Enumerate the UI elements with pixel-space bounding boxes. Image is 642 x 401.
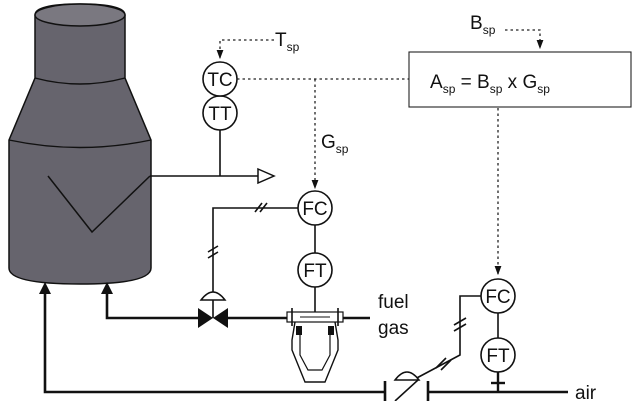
fc-fuel-label: FC bbox=[302, 199, 327, 220]
heating-coil bbox=[47, 175, 151, 234]
ratio-equation: Asp = Bsp x Gsp bbox=[430, 72, 550, 96]
temperature-loop: TT TC Tsp bbox=[202, 30, 300, 176]
fuel-label: fuel bbox=[378, 292, 409, 313]
tc-label: TC bbox=[207, 70, 232, 91]
outlet-arrow-icon bbox=[257, 167, 276, 185]
g-sp-label: Gsp bbox=[321, 132, 349, 156]
fuel-gas-pipe: fuel gas bbox=[101, 282, 409, 383]
fuel-flow-loop: FC FT bbox=[207, 190, 333, 312]
tc-output-signals: Gsp bbox=[237, 78, 410, 190]
air-label: air bbox=[575, 383, 597, 401]
ft-fuel-instrument bbox=[297, 252, 333, 288]
gas-label: gas bbox=[378, 318, 409, 339]
ft-fuel-label: FT bbox=[303, 261, 327, 282]
furnace bbox=[8, 3, 152, 285]
fuel-flow-element bbox=[286, 308, 344, 383]
fuel-control-valve bbox=[198, 291, 228, 328]
air-flow-loop: FC FT bbox=[412, 278, 516, 392]
process-outlet-line bbox=[150, 167, 276, 185]
b-sp-label: Bsp bbox=[470, 13, 496, 37]
t-sp-label: Tsp bbox=[275, 30, 300, 54]
air-pipe: air bbox=[39, 282, 597, 401]
ratio-box: Asp = Bsp x Gsp Bsp bbox=[408, 13, 632, 276]
ft-air-label: FT bbox=[486, 346, 510, 367]
tt-label: TT bbox=[208, 104, 232, 125]
fc-air-label: FC bbox=[485, 287, 510, 308]
air-damper bbox=[393, 371, 421, 401]
